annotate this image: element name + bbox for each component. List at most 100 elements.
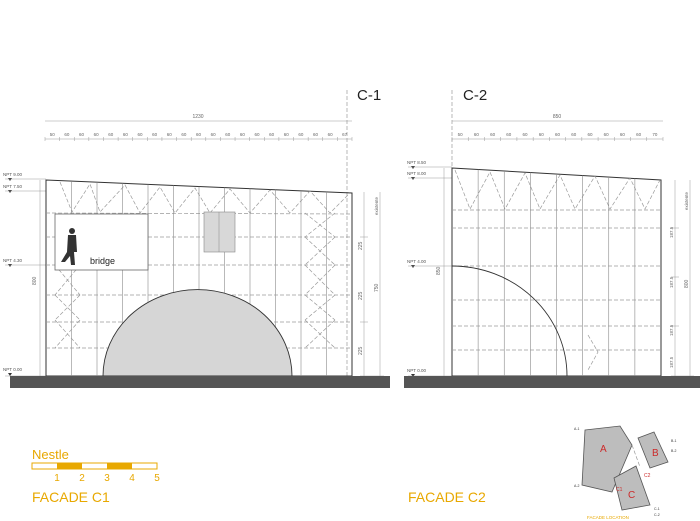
key-label: A-2 (574, 484, 580, 488)
svg-text:existente: existente (684, 191, 689, 210)
facade-c2-right-dimensions: 187.5 187.5 187.5 187.5 800 existente (669, 180, 694, 377)
ground-slab (10, 376, 390, 388)
svg-text:750: 750 (374, 283, 380, 292)
svg-text:225: 225 (358, 291, 364, 300)
facade-c2-overall-dimension: 850 (452, 114, 663, 122)
svg-text:4: 4 (129, 473, 135, 484)
bay-dimension-label: 60 (123, 132, 129, 137)
svg-text:1230: 1230 (192, 114, 203, 120)
svg-text:5: 5 (154, 473, 160, 484)
bay-dimension-label: 50 (50, 132, 56, 137)
brand-name: Nestle (32, 447, 69, 462)
bay-dimension-label: 60 (79, 132, 85, 137)
facade-c2-door-swing (587, 334, 599, 371)
key-label: C-1 (654, 507, 660, 511)
bay-dimension-label: 60 (539, 132, 545, 137)
brand-block: Nestle 1 2 3 4 5 (31, 447, 160, 484)
bay-dimension-label: 60 (240, 132, 246, 137)
bay-dimension-label: 60 (474, 132, 480, 137)
svg-text:800: 800 (684, 279, 690, 288)
zone-a-label: A (600, 444, 607, 455)
svg-text:NPT 9.00: NPT 9.00 (3, 172, 22, 177)
scale-bar: 1 2 3 4 5 (31, 462, 160, 484)
bay-dimension-label: 60 (225, 132, 231, 137)
facade-c2-marker: C-2 (463, 87, 487, 104)
facade-c2-arch (451, 265, 568, 377)
facade-c1-overall-dimension: 1230 (45, 114, 352, 122)
dome-shape (102, 289, 293, 377)
bay-dimension-label: 60 (196, 132, 202, 137)
svg-text:NPT 8.00: NPT 8.00 (407, 171, 426, 176)
zone-c2-label: C2 (644, 473, 651, 479)
bay-dimension-label: 60 (490, 132, 496, 137)
level-marker: NPT 0.00 (3, 367, 46, 377)
zone-b-shape (637, 431, 669, 469)
zone-b-label: B (652, 448, 659, 459)
bay-dimension-label: 60 (571, 132, 577, 137)
svg-text:225: 225 (358, 346, 364, 355)
bay-dimension-label: 60 (604, 132, 610, 137)
level-marker: NPT 4.00 (407, 259, 452, 268)
svg-text:1: 1 (54, 473, 60, 484)
bay-dimension-label: 60 (254, 132, 260, 137)
svg-text:2: 2 (79, 473, 85, 484)
bay-dimension-label: 60 (94, 132, 100, 137)
svg-text:187.5: 187.5 (669, 356, 674, 368)
svg-text:187.5: 187.5 (669, 276, 674, 288)
facade-c1-elevation: C-1 1230 50 60 60 60 60 60 60 60 60 60 60 60 60 60 60 6… (3, 87, 390, 388)
level-marker: NPT 4.30 (3, 258, 46, 267)
zone-c1-label: C1 (616, 487, 623, 493)
bay-dimension-label: 60 (313, 132, 319, 137)
facade-location-key-plan: A B C C1 C2 A-1 A-2 B-1 B-2 C-1 C-2 FACA… (574, 425, 677, 520)
level-marker: NPT 9.00 (3, 172, 46, 181)
facade-c1-right-dimensions: 225 225 225 750 existente (358, 192, 384, 377)
bay-dimension-label: 60 (587, 132, 593, 137)
ground-slab (404, 376, 700, 388)
svg-text:187.5: 187.5 (669, 226, 674, 238)
facade-c2-level-markers: NPT 8.50 NPT 8.00 NPT 4.00 NPT 0.00 850 (407, 160, 452, 377)
bay-dimension-label: 60 (269, 132, 275, 137)
bay-dimension-label: 60 (284, 132, 290, 137)
bay-dimension-label: 60 (167, 132, 173, 137)
level-marker: NPT 7.50 (3, 184, 46, 193)
bay-dimension-label: 67 (342, 132, 348, 137)
key-label: C-2 (654, 513, 660, 517)
level-marker: NPT 0.00 (407, 368, 452, 377)
bridge-label: bridge (90, 256, 115, 266)
bay-dimension-label: 60 (506, 132, 512, 137)
facade-location-caption: FACADE LOCATION (587, 515, 629, 520)
bay-dimension-label: 60 (328, 132, 334, 137)
svg-text:NPT 8.50: NPT 8.50 (407, 160, 426, 165)
facade-c1-left-height: 800 (32, 276, 38, 285)
human-figure-icon (61, 228, 77, 265)
svg-text:3: 3 (104, 473, 110, 484)
svg-text:850: 850 (553, 114, 562, 120)
svg-text:225: 225 (358, 241, 364, 250)
bay-dimension-label: 60 (636, 132, 642, 137)
bay-dimension-label: 60 (64, 132, 70, 137)
svg-text:NPT 0.00: NPT 0.00 (407, 368, 426, 373)
bay-dimension-label: 60 (298, 132, 304, 137)
svg-text:NPT 0.00: NPT 0.00 (3, 367, 22, 372)
bay-dimension-label: 60 (620, 132, 626, 137)
bay-dimension-label: 60 (211, 132, 217, 137)
svg-text:NPT 7.50: NPT 7.50 (3, 184, 22, 189)
facade-c1-level-markers: NPT 9.00 NPT 7.50 NPT 4.30 NPT 0.00 800 (3, 172, 46, 377)
zone-c-shape (613, 465, 651, 511)
key-label: B-1 (671, 439, 677, 443)
facade-c1-marker: C-1 (357, 87, 381, 104)
zone-c-label: C (628, 490, 635, 501)
svg-text:187.5: 187.5 (669, 324, 674, 336)
bay-dimension-label: 60 (181, 132, 187, 137)
zone-a-shape (581, 425, 633, 493)
facade-c1-title: FACADE C1 (32, 489, 110, 505)
facade-c2-structure-grid (452, 169, 661, 376)
svg-text:NPT 4.30: NPT 4.30 (3, 258, 22, 263)
bay-dimension-label: 70 (652, 132, 658, 137)
level-marker: NPT 8.00 (407, 171, 452, 180)
bay-dimension-label: 60 (138, 132, 144, 137)
